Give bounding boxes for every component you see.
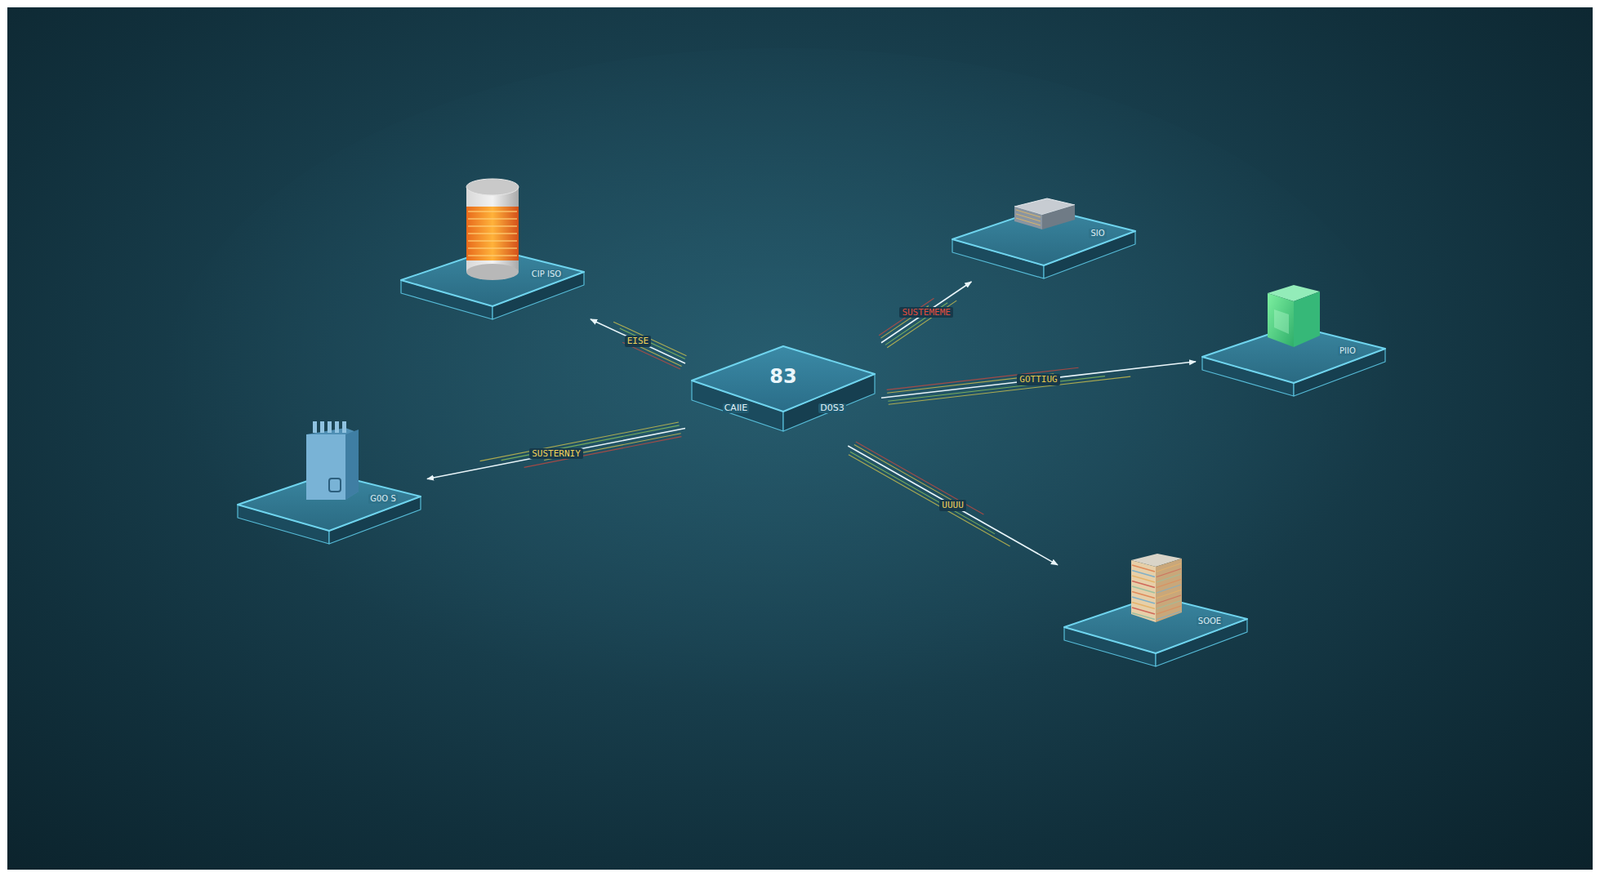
platform-slab [237,473,421,544]
data-streak [524,436,682,468]
edge-label: EISE [624,335,652,347]
stack-icon [1131,553,1182,623]
data-streak [854,445,966,509]
platform-label: SOOE [1196,616,1223,627]
cube-icon [1267,285,1320,348]
platform-outline [231,383,428,548]
service-platform: SOOE [1057,506,1254,670]
platform-outline [394,159,591,323]
platform-top [237,473,421,531]
flow-arrow [847,445,1058,566]
hub-glyph: 83 [767,365,798,389]
glow-ellipse [162,48,1404,735]
service-platform: SIO [945,118,1142,282]
flow-arrow [881,281,972,344]
node-layer: 83CAIIE D0S3 CIP ISO G0O S SIO PIIO SOOE EISE SU… [7,7,1593,870]
cylinder-icon [466,178,519,281]
data-streak [850,451,995,535]
platform-top [691,346,875,412]
diagram-ground: 83CAIIE D0S3 CIP ISO G0O S SIO PIIO SOOE EISE SU… [7,7,1593,870]
platform-label: CIP ISO [530,269,563,280]
hub-platform: 83CAIIE D0S3 [685,323,882,446]
edge-label: SUSTERNIY [529,448,584,460]
data-streaks [848,441,1011,547]
data-streak [855,441,985,515]
platform-outline [945,118,1142,282]
platform-outline [1195,236,1392,400]
service-platform: G0O S [231,383,428,548]
edge-label: SUSTEMEME [899,307,954,318]
platform-slab [691,346,875,432]
background-glow [7,7,1593,870]
platform-label: SIO [1088,228,1106,239]
edge-label: UUUU [939,499,967,511]
data-streaks [480,422,682,468]
edge-label: GOTTIUG [1016,374,1060,385]
data-streak [886,300,957,348]
connector-layer [7,7,1593,870]
data-streak [613,321,687,357]
data-streak [887,376,1106,402]
data-streaks [613,321,687,370]
drive-icon [1014,198,1075,230]
server-icon [306,421,359,500]
flow-arrow [881,361,1196,398]
platform-outline [1057,506,1254,670]
platform-label: PIIO [1337,346,1358,357]
platform-label: G0O S [368,494,398,504]
data-streak [888,376,1131,405]
data-streak [480,422,679,462]
flow-arrow [590,319,686,364]
platform-label: D0S3 [818,403,846,415]
data-streak [501,425,680,461]
data-streak [848,454,1011,547]
platform-label: CAIIE [722,403,750,415]
service-platform: PIIO [1195,236,1392,400]
service-platform: CIP ISO [394,159,591,323]
flow-arrow [427,428,686,480]
data-streak [619,328,686,359]
data-streaks [878,298,957,348]
